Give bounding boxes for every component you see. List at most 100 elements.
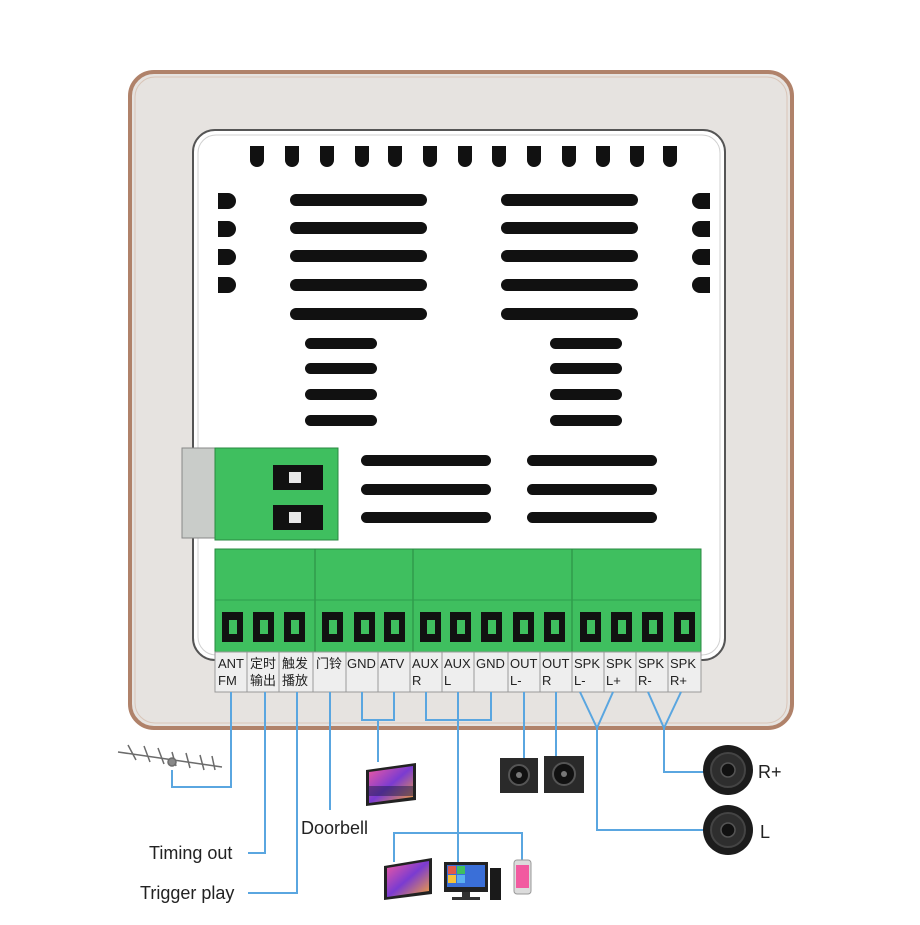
wire-aux-sources — [393, 832, 523, 862]
terminal-label: SPK — [638, 656, 664, 671]
slot — [630, 146, 644, 167]
slot — [218, 249, 236, 265]
vent-bar — [305, 415, 377, 426]
slot — [527, 146, 541, 167]
terminal-label: L — [444, 673, 451, 688]
vent-bar — [527, 512, 657, 523]
screw-hole[interactable] — [481, 612, 502, 642]
terminal-label: R — [542, 673, 551, 688]
screw-hole[interactable] — [222, 612, 243, 642]
tv-source-icon — [384, 858, 432, 900]
vent-bar — [305, 389, 377, 400]
vent-bar — [550, 338, 622, 349]
slot — [492, 146, 506, 167]
screw-hole[interactable] — [354, 612, 375, 642]
vent-bar — [305, 363, 377, 374]
phone-icon — [513, 859, 532, 895]
screw-hole[interactable] — [642, 612, 663, 642]
screw-hole[interactable] — [674, 612, 695, 642]
terminal-label: L+ — [606, 673, 621, 688]
slot — [218, 193, 236, 209]
slot — [250, 146, 264, 167]
vent-bar — [290, 308, 427, 320]
terminal-label: 定时 — [250, 656, 276, 671]
terminal-label: L- — [510, 673, 522, 688]
terminal-label: SPK — [606, 656, 632, 671]
screw-hole[interactable] — [322, 612, 343, 642]
wire-antenna — [171, 692, 232, 788]
slot — [663, 146, 677, 167]
terminal-label: R+ — [670, 673, 687, 688]
computer-icon — [444, 862, 501, 900]
slot — [692, 221, 710, 237]
dip-switch-block — [181, 447, 339, 541]
slot — [285, 146, 299, 167]
terminal-label: GND — [347, 656, 376, 671]
slot — [692, 277, 710, 293]
terminal-label: L- — [574, 673, 586, 688]
vent-bar — [550, 363, 622, 374]
trigger-play-label: Trigger play — [140, 883, 234, 903]
terminal-label-strip: ANT FM 定时 输出 触发 播放 门铃 GND ATV AUX R AUX … — [214, 651, 702, 693]
vent-bar — [290, 279, 427, 291]
screw-hole[interactable] — [611, 612, 632, 642]
wire-spk-l — [596, 728, 705, 831]
vent-bar — [501, 308, 638, 320]
wires — [171, 691, 705, 894]
speaker-right-label: R+ — [758, 762, 782, 782]
slot — [388, 146, 402, 167]
vent-bar — [290, 250, 427, 262]
antenna-icon — [117, 744, 223, 771]
terminal-label: GND — [476, 656, 505, 671]
tv-icon — [366, 763, 416, 806]
screw-hole[interactable] — [513, 612, 534, 642]
vent-bar — [501, 250, 638, 262]
vent-bar — [361, 455, 491, 466]
terminal-label: AUX — [412, 656, 439, 671]
slot — [692, 193, 710, 209]
slot — [596, 146, 610, 167]
screw-hole[interactable] — [284, 612, 305, 642]
vent-bar — [290, 194, 427, 206]
vent-bar — [550, 415, 622, 426]
terminal-label: AUX — [444, 656, 471, 671]
speaker-right-icon — [544, 756, 584, 793]
vent-bar — [501, 222, 638, 234]
slot — [692, 249, 710, 265]
vent-bar — [501, 194, 638, 206]
terminal-label: OUT — [510, 656, 538, 671]
vent-bar — [361, 484, 491, 495]
slot — [218, 277, 236, 293]
terminal-label: 门铃 — [316, 656, 342, 671]
wire-timing-out — [248, 692, 266, 854]
screw-hole[interactable] — [420, 612, 441, 642]
screw-hole[interactable] — [544, 612, 565, 642]
screw-hole[interactable] — [253, 612, 274, 642]
terminal-label: R — [412, 673, 421, 688]
doorbell-label: Doorbell — [301, 818, 368, 838]
vent-bar — [527, 484, 657, 495]
slot — [562, 146, 576, 167]
top-slot-row — [250, 146, 677, 167]
screw-holes — [222, 612, 695, 642]
slot — [355, 146, 369, 167]
terminal-label: ANT — [218, 656, 244, 671]
vent-bar — [527, 455, 657, 466]
timing-out-label: Timing out — [149, 843, 232, 863]
speaker-left-label: L — [760, 822, 770, 842]
inner-frame-line — [134, 76, 788, 724]
dip-switch-bracket — [181, 447, 217, 539]
vent-bar — [290, 222, 427, 234]
wire-trigger-play — [248, 692, 298, 894]
terminal-label: 输出 — [250, 673, 276, 688]
terminal-label: OUT — [542, 656, 570, 671]
terminal-label: ATV — [380, 656, 405, 671]
terminal-label: SPK — [574, 656, 600, 671]
wire-spk-r — [663, 728, 705, 773]
screw-hole[interactable] — [580, 612, 601, 642]
screw-hole[interactable] — [384, 612, 405, 642]
screw-hole[interactable] — [450, 612, 471, 642]
vent-bar — [361, 512, 491, 523]
terminal-label: 播放 — [282, 673, 308, 688]
